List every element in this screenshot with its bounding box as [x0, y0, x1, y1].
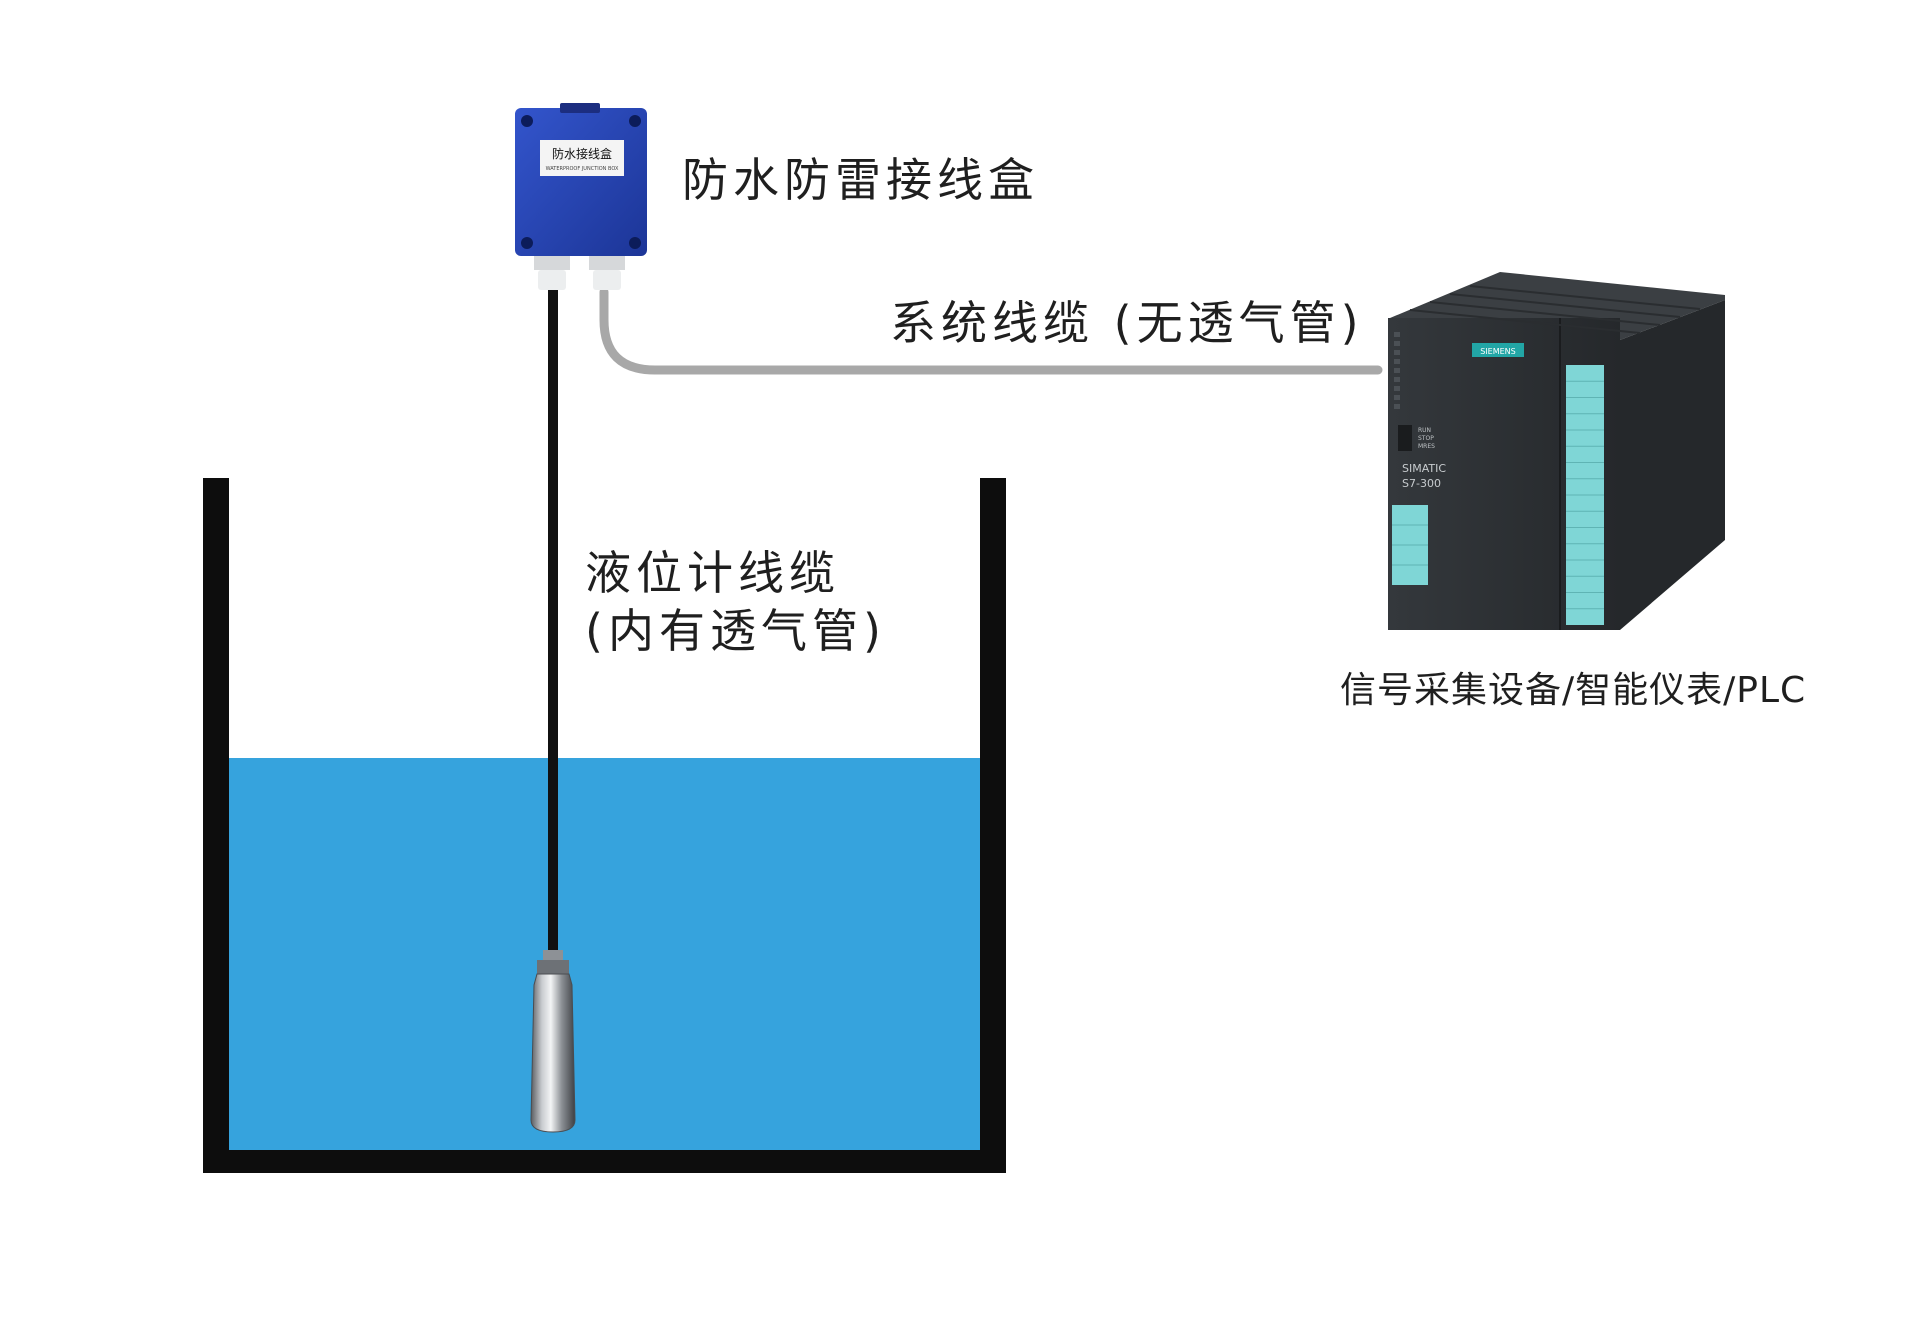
plc-led — [1394, 368, 1400, 373]
tank-left-wall — [203, 478, 229, 1173]
tank-bottom — [203, 1150, 1006, 1173]
plc-model-line2: S7-300 — [1402, 477, 1441, 490]
plc-led — [1394, 404, 1400, 409]
plc-status-mres: MRES — [1418, 443, 1435, 450]
junction-box-sticker-subtitle: WATERPROOF JUNCTION BOX — [546, 166, 619, 172]
plc-status-run: RUN — [1418, 427, 1431, 434]
sensor-cable-label: 液位计线缆 (内有透气管) — [585, 545, 886, 660]
plc-model-line1: SIMATIC — [1402, 462, 1446, 475]
water-fill — [228, 758, 982, 1153]
plc-led — [1394, 386, 1400, 391]
plc-brand-text: SIEMENS — [1480, 347, 1516, 356]
junction-box-sticker-title: 防水接线盒 — [552, 146, 612, 161]
plc-led — [1394, 359, 1400, 364]
plc-status-stop: STOP — [1418, 435, 1434, 442]
system-cable — [599, 287, 1383, 375]
plc-led — [1394, 350, 1400, 355]
sensor-cable-label-line1: 液位计线缆 — [585, 546, 840, 600]
plc-label: 信号采集设备/智能仪表/PLC — [1340, 670, 1807, 711]
junction-box-label: 防水防雷接线盒 — [682, 153, 1039, 207]
plc-led — [1394, 395, 1400, 400]
plc-led — [1394, 341, 1400, 346]
tank-right-wall — [980, 478, 1006, 1173]
plc-device: SIEMENS RUN STOP MRES SIMATIC S7-300 — [1388, 272, 1725, 630]
level-probe — [530, 950, 576, 1133]
junction-box: 防水接线盒 WATERPROOF JUNCTION BOX — [515, 103, 647, 290]
plc-led — [1394, 332, 1400, 337]
sensor-cable-label-line2: (内有透气管) — [585, 603, 886, 658]
tank — [203, 478, 1006, 1173]
plc-led — [1394, 377, 1400, 382]
system-cable-label: 系统线缆 (无透气管) — [890, 296, 1364, 350]
